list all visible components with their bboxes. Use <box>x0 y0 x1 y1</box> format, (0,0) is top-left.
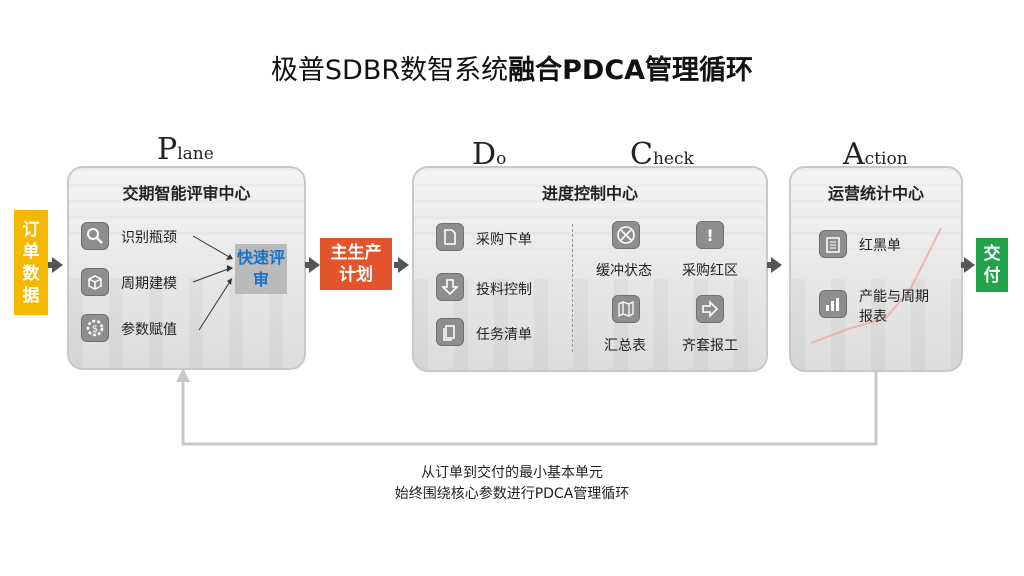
phase-action-rest: ction <box>864 149 908 169</box>
arrow-stem <box>305 262 311 268</box>
main-production-plan: 主生产计划 <box>320 238 392 290</box>
arrow-stem <box>394 262 400 268</box>
plan-panel-title: 交期智能评审中心 <box>122 184 251 203</box>
do-panel-title: 进度控制中心 <box>541 184 638 203</box>
footer-line-2: 始终围绕核心参数进行PDCA管理循环 <box>394 486 630 502</box>
do-item-label: 投料控制 <box>476 282 532 298</box>
section-divider <box>572 224 573 352</box>
phase-check-label: Check <box>630 137 694 172</box>
output-delivery-label: 交付 <box>983 244 1001 286</box>
footer-line-1: 从订单到交付的最小基本单元 <box>421 465 603 481</box>
do-item-label: 采购下单 <box>476 232 532 248</box>
action-item-label: 红黑单 <box>859 238 901 254</box>
bar-chart-icon <box>819 290 847 318</box>
phase-do-rest: o <box>496 149 507 169</box>
action-panel-title: 运营统计中心 <box>827 184 924 203</box>
list-icon <box>436 318 464 346</box>
gear-dollar-icon: $ <box>81 314 109 342</box>
phase-action-initial: A <box>843 137 865 172</box>
arrow-right-icon <box>309 257 320 273</box>
review-box <box>235 244 287 294</box>
arrow-stem <box>48 262 54 268</box>
do-check-panel: 进度控制中心 采购下单 投料控制 任务清单 缓冲状态 ! 采购红区 汇总表 齐套… <box>412 166 768 372</box>
plan-item-label: 周期建模 <box>121 276 177 292</box>
arrow-right-icon <box>771 257 782 273</box>
phase-check-rest: heck <box>652 149 694 169</box>
check-item-label: 缓冲状态 <box>596 263 652 279</box>
phase-check-initial: C <box>630 137 653 172</box>
output-delivery: 交付 <box>976 238 1008 292</box>
arrow-right-icon <box>398 257 409 273</box>
phase-plan-label: Plane <box>157 132 214 167</box>
plan-item-label: 识别瓶颈 <box>121 230 177 246</box>
phase-action-label: Action <box>843 137 908 172</box>
page-title: 极普SDBR数智系统融合PDCA管理循环 <box>0 48 1024 87</box>
plan-item-label: 参数赋值 <box>121 322 177 338</box>
check-item-label: 齐套报工 <box>682 338 738 354</box>
input-order-data-label: 订单数据 <box>22 219 40 306</box>
magnifier-icon <box>81 222 109 250</box>
quick-review-label: 快速评审 <box>236 248 285 289</box>
alert-icon: ! <box>696 221 724 249</box>
clipboard-icon <box>819 230 847 258</box>
phase-plan-initial: P <box>157 132 178 167</box>
document-icon <box>436 223 464 251</box>
do-item-label: 任务清单 <box>476 327 532 343</box>
down-arrow-icon <box>436 273 464 301</box>
svg-text:$: $ <box>92 324 98 335</box>
right-arrow-icon <box>696 295 724 323</box>
action-item-label: 产能与周期报表 <box>859 289 929 325</box>
phase-plan-rest: lane <box>177 144 214 164</box>
arrow-stem <box>767 262 773 268</box>
plan-panel: 交期智能评审中心 识别瓶颈 周期建模 $ 参数赋值 快速评审 <box>67 166 306 370</box>
title-bold: 融合PDCA管理循环 <box>508 55 754 86</box>
trend-line-decoration <box>810 227 942 344</box>
arrow-right-icon <box>964 257 975 273</box>
check-item-label: 汇总表 <box>604 338 646 354</box>
plan-connector-lines <box>192 235 233 331</box>
action-panel: 运营统计中心 红黑单 产能与周期报表 <box>789 166 963 372</box>
main-production-plan-label: 主生产计划 <box>330 243 382 285</box>
check-item-label: 采购红区 <box>682 263 738 279</box>
input-order-data: 订单数据 <box>14 210 48 315</box>
arrow-right-icon <box>52 257 63 273</box>
cross-circle-icon <box>612 221 640 249</box>
cube-icon <box>81 268 109 296</box>
map-icon <box>612 295 640 323</box>
title-normal: 极普SDBR数智系统 <box>270 55 509 86</box>
